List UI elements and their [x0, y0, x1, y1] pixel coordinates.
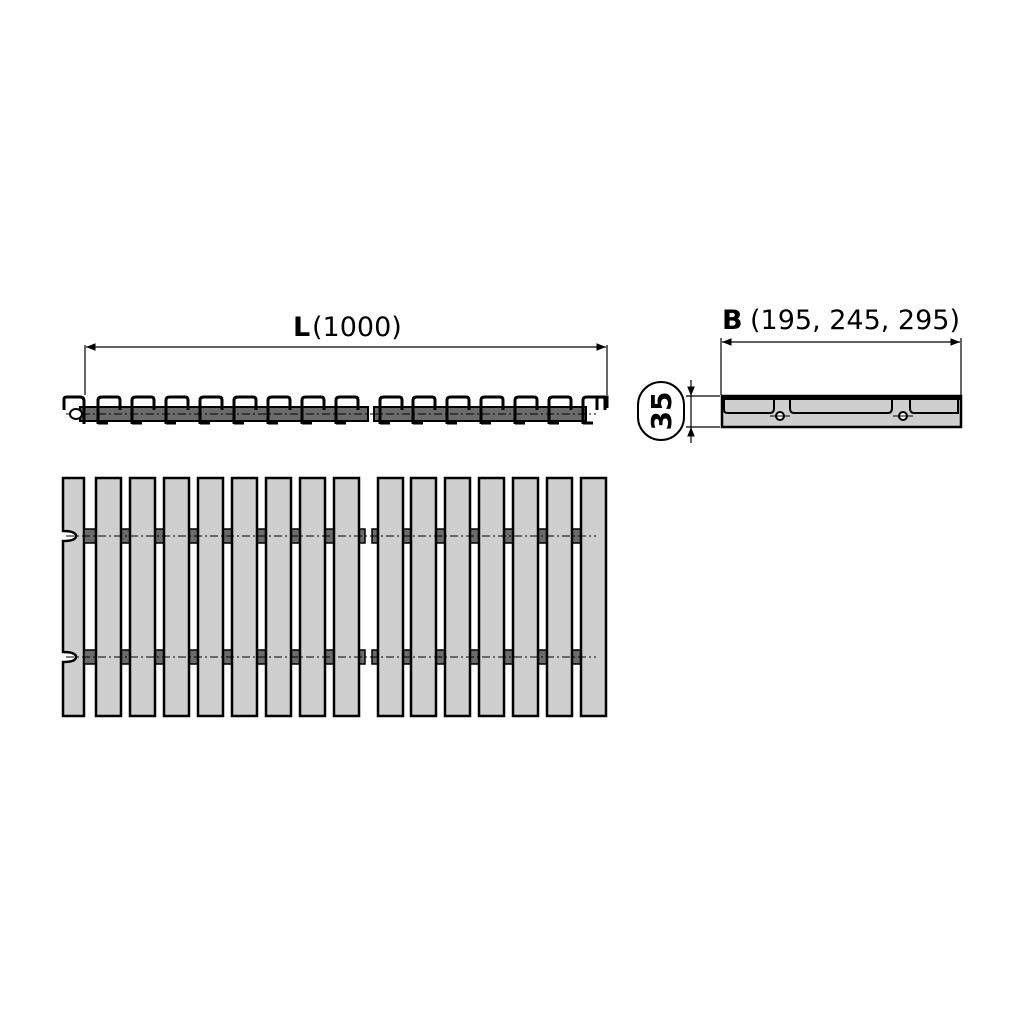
slat — [264, 476, 293, 718]
slat-clip — [130, 395, 156, 424]
side-view — [62, 395, 609, 425]
end-clip — [62, 395, 86, 424]
slat-clip — [96, 395, 122, 424]
slat — [230, 476, 259, 718]
slat-clip — [411, 395, 437, 424]
slat-clip — [334, 395, 360, 424]
slat — [511, 476, 540, 718]
width-dimension: B (195, 245, 295) — [720, 305, 962, 395]
slat-clip — [479, 395, 505, 424]
slat — [376, 476, 405, 718]
rod-end — [69, 408, 83, 420]
slat-clip — [198, 395, 224, 424]
slat — [409, 476, 438, 718]
slat — [545, 476, 574, 718]
width-value: (195, 245, 295) — [750, 305, 960, 336]
height-value: 35 — [645, 392, 678, 431]
slat-clip — [513, 395, 539, 424]
slat — [128, 476, 157, 718]
slat — [443, 476, 472, 718]
slat — [579, 476, 608, 718]
slat-clip — [266, 395, 292, 424]
end-clip — [595, 395, 609, 410]
height-dimension: 35 — [637, 380, 720, 443]
slat — [162, 476, 191, 718]
slat — [94, 476, 123, 718]
length-symbol: L — [293, 312, 310, 343]
slat — [298, 476, 327, 718]
slat-clip — [232, 395, 258, 424]
top-view — [61, 476, 608, 718]
slat-clip — [300, 395, 326, 424]
slat — [196, 476, 225, 718]
end-view — [720, 394, 963, 429]
slat-clip — [164, 395, 190, 424]
slat-clip — [378, 395, 404, 424]
slat-clip — [547, 395, 573, 424]
end-slat — [61, 476, 86, 718]
length-value: (1000) — [312, 312, 402, 343]
slat — [477, 476, 506, 718]
slat-clip — [581, 395, 607, 424]
slat-clip — [445, 395, 471, 424]
length-dimension: L (1000) — [84, 312, 608, 395]
width-symbol: B — [722, 305, 743, 336]
slat — [332, 476, 361, 718]
